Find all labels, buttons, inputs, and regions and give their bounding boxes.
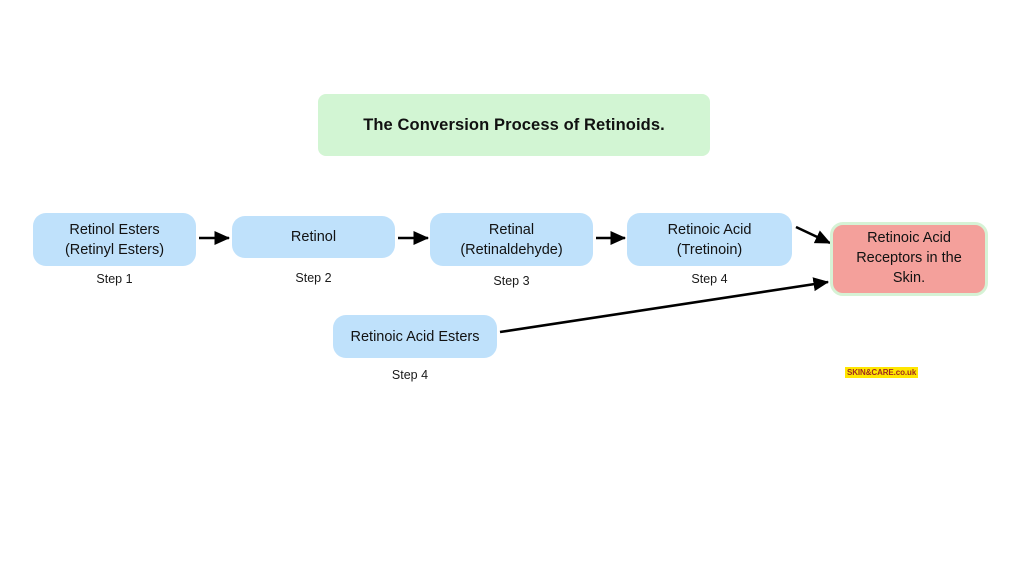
node-retinol-esters[interactable]: Retinol Esters (Retinyl Esters) bbox=[33, 213, 196, 266]
step-caption-retinoic-acid: Step 4 bbox=[691, 272, 728, 286]
node-label: Retinoic Acid (Tretinoin) bbox=[667, 221, 752, 258]
node-label: Retinol Esters (Retinyl Esters) bbox=[64, 221, 165, 258]
diagram-title-banner: The Conversion Process of Retinoids. bbox=[318, 94, 710, 156]
arrow-retinoic-acid-to-receptors bbox=[795, 225, 831, 245]
node-label: Retinoic Acid Receptors in the Skin. bbox=[856, 230, 962, 286]
page-title: The Conversion Process of Retinoids. bbox=[363, 115, 665, 134]
node-label: Retinoic Acid Esters bbox=[350, 328, 480, 345]
step-caption-retinoic-acid-esters: Step 4 bbox=[391, 368, 429, 382]
node-retinal[interactable]: Retinal (Retinaldehyde) bbox=[430, 213, 593, 266]
node-retinol[interactable]: Retinol bbox=[232, 216, 395, 258]
step-caption-retinol: Step 2 bbox=[295, 271, 332, 285]
watermark-label: SKIN&CARE.co.uk bbox=[845, 367, 919, 378]
node-retinoic-acid[interactable]: Retinoic Acid (Tretinoin) bbox=[627, 213, 792, 266]
node-label: Retinal (Retinaldehyde) bbox=[460, 221, 563, 258]
node-label: Retinol bbox=[290, 229, 337, 245]
node-retinoic-acid-receptors[interactable]: Retinoic Acid Receptors in the Skin. bbox=[830, 222, 988, 296]
node-retinoic-acid-esters[interactable]: Retinoic Acid Esters bbox=[333, 315, 497, 358]
step-caption-retinol-esters: Step 1 bbox=[96, 272, 133, 286]
arrow-esters-branch-to-receptors bbox=[499, 277, 830, 334]
step-caption-retinal: Step 3 bbox=[493, 274, 530, 288]
